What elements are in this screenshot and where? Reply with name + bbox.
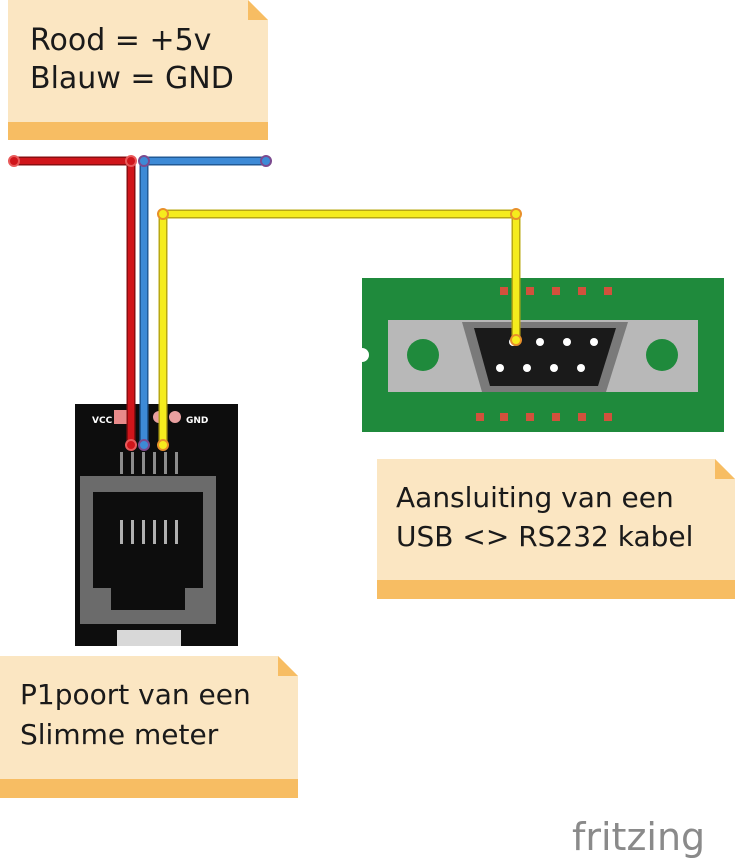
- legend-red-text: Rood = +5v: [30, 23, 211, 58]
- legend-note: Rood = +5v Blauw = GND: [8, 0, 268, 140]
- p1-note-line2: Slimme meter: [20, 718, 219, 751]
- db9-socket: [474, 328, 616, 386]
- p1-note-line1: P1poort van een: [20, 678, 251, 711]
- db9-pins: [496, 338, 598, 372]
- fritzing-logo: fritzing: [572, 815, 705, 859]
- db9-breakout-board: [355, 278, 724, 432]
- usb-note-line2: USB <> RS232 kabel: [396, 520, 693, 553]
- gnd-label: GND: [186, 416, 208, 426]
- wire-blue: [138, 155, 272, 450]
- rj11-module: VCC GND: [75, 404, 238, 646]
- legend-blue-text: Blauw = GND: [30, 61, 234, 96]
- wire-yellow: [157, 208, 522, 450]
- wire-red: [8, 155, 137, 450]
- usb-note: Aansluiting van een USB <> RS232 kabel: [377, 459, 735, 599]
- vcc-label: VCC: [92, 416, 113, 426]
- usb-note-line1: Aansluiting van een: [396, 481, 674, 514]
- p1-note: P1poort van een Slimme meter: [0, 656, 298, 798]
- rj-pin-endpoints: [125, 334, 522, 451]
